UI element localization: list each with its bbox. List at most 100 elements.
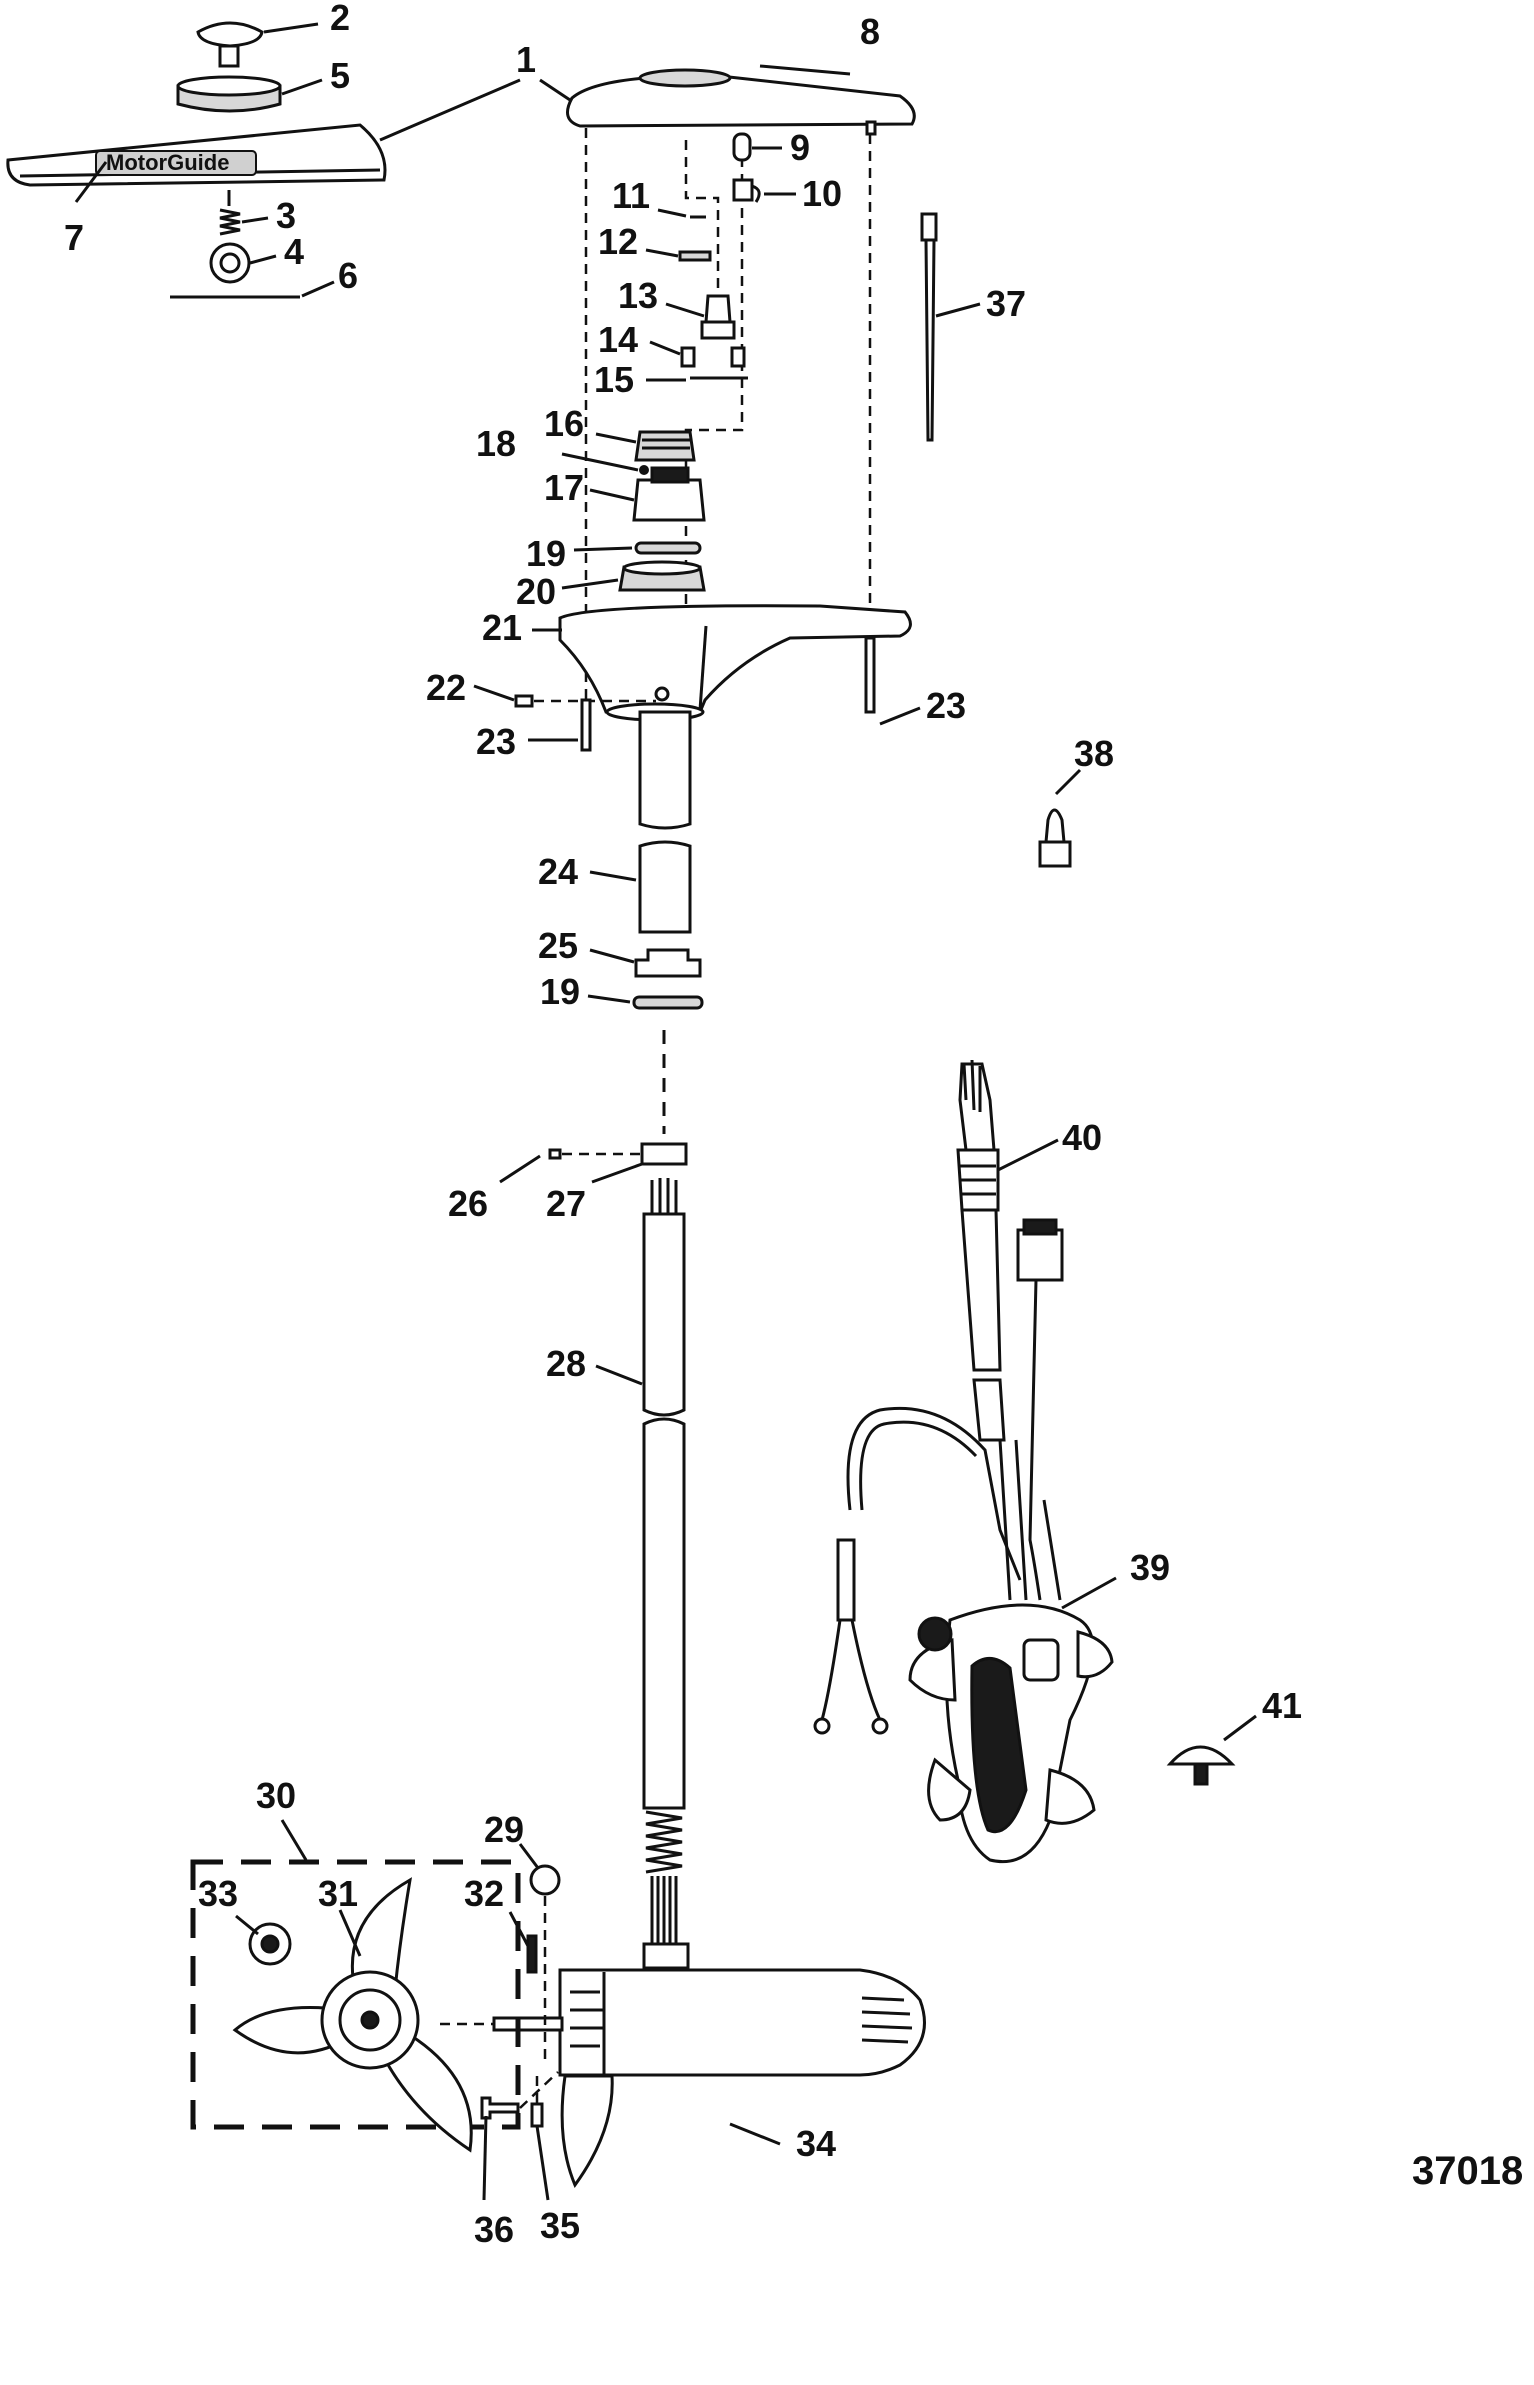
leader-40 — [997, 1138, 1059, 1172]
leader-14 — [649, 340, 681, 356]
leader-1a — [379, 78, 521, 142]
leader-19a — [573, 546, 633, 552]
gear-hub — [219, 252, 241, 274]
leader-4 — [249, 254, 277, 265]
leader-20 — [561, 578, 619, 590]
upper-tube — [638, 710, 692, 830]
logo-decal-part-7: MotorGuide — [95, 150, 257, 176]
top-cover-boss — [638, 68, 732, 88]
callout-27: 27 — [546, 1183, 586, 1224]
leader-24 — [589, 870, 637, 882]
leader-38 — [1054, 768, 1082, 796]
knob-part-41 — [1166, 1745, 1236, 1766]
anode-part-29 — [529, 1864, 561, 1896]
screw-part-14b — [730, 346, 746, 368]
motor-group — [440, 1968, 926, 2189]
loop-cable — [846, 1406, 1022, 1581]
pedal-button — [1022, 1638, 1060, 1682]
callout-38: 38 — [1074, 733, 1114, 774]
callout-16: 16 — [544, 403, 584, 444]
leader-34 — [729, 2122, 781, 2146]
callout-19b: 19 — [540, 971, 580, 1012]
cap-stem — [218, 44, 240, 68]
tube-part-24 — [638, 840, 692, 934]
pedal-base-right — [1044, 1768, 1096, 1825]
callout-17: 17 — [544, 467, 584, 508]
callout-20: 20 — [516, 571, 556, 612]
harness-collar-ribs — [960, 1164, 996, 1196]
callout-34: 34 — [796, 2123, 836, 2164]
head-assembly-group — [514, 68, 916, 752]
fuse-base — [1038, 840, 1072, 868]
spring-part-12 — [678, 250, 712, 262]
shaft-thread — [645, 1810, 683, 1874]
leader-3 — [241, 216, 269, 224]
callout-3: 3 — [276, 195, 296, 236]
connector-body — [1016, 1228, 1064, 1282]
callout-37: 37 — [986, 283, 1026, 324]
cable-tie-group — [920, 212, 938, 442]
callout-15: 15 — [594, 359, 634, 400]
callout-14: 14 — [598, 319, 638, 360]
callout-22: 22 — [426, 667, 466, 708]
drawing-number: 37018 — [1412, 2149, 1523, 2193]
bushing-part-25 — [634, 948, 702, 978]
callout-36: 36 — [474, 2209, 514, 2250]
propeller-kit-group — [190, 1859, 561, 2153]
prop-nut-center — [260, 1934, 280, 1954]
callout-26: 26 — [448, 1183, 488, 1224]
pin-part-32 — [526, 1934, 538, 1974]
leader-25 — [589, 948, 635, 964]
callout-11: 11 — [612, 175, 650, 216]
cover-detail-group: MotorGuide — [6, 21, 387, 299]
callout-32: 32 — [464, 1873, 504, 1914]
ball-ring-part-19a — [634, 541, 702, 555]
lead-wire-right — [850, 1619, 882, 1721]
guide-wire-1 — [684, 140, 720, 290]
leader-22 — [473, 684, 515, 702]
cable-tie-head — [920, 212, 938, 242]
leader-1b — [539, 78, 571, 102]
top-cover-pin — [865, 120, 877, 136]
callout-41: 41 — [1262, 1685, 1302, 1726]
leader-lines — [74, 22, 1257, 2201]
nut-part-35 — [530, 2102, 544, 2128]
callout-2: 2 — [330, 0, 350, 38]
fuse-part-38 — [1044, 808, 1066, 844]
callout-23a: 23 — [476, 721, 516, 762]
lead-ring-right — [871, 1717, 889, 1735]
pin-part-26 — [548, 1148, 562, 1160]
callout-40: 40 — [1062, 1117, 1102, 1158]
leader-37 — [935, 302, 981, 318]
leader-11 — [657, 208, 687, 218]
callout-1: 1 — [516, 39, 536, 80]
screw-part-14a — [680, 346, 696, 368]
harness-plug-prongs — [962, 1059, 982, 1112]
shaft-wires — [650, 1178, 678, 1214]
prop-hub-center — [360, 2010, 380, 2030]
callout-10: 10 — [802, 173, 842, 214]
leader-5 — [281, 78, 323, 96]
leader-8 — [759, 64, 851, 76]
callout-labels: 2 5 1 7 3 4 6 8 9 10 11 12 13 14 15 16 1… — [64, 0, 1523, 2250]
base-part-21 — [558, 604, 912, 714]
leader-13 — [665, 302, 705, 318]
leader-6 — [301, 280, 335, 298]
leader-2 — [263, 22, 319, 34]
callout-13: 13 — [618, 275, 658, 316]
callout-23b: 23 — [926, 685, 966, 726]
cap-part-2 — [196, 21, 264, 48]
pedal-base-left — [927, 1757, 972, 1822]
callout-9: 9 — [790, 127, 810, 168]
connector-cable — [1028, 1279, 1042, 1601]
switch-part-13 — [704, 294, 732, 324]
coupler-threads — [642, 438, 690, 450]
callout-24: 24 — [538, 851, 578, 892]
callout-12: 12 — [598, 221, 638, 262]
callout-19a: 19 — [526, 533, 566, 574]
callout-28: 28 — [546, 1343, 586, 1384]
ball-ring-part-19b — [632, 995, 704, 1010]
leader-17 — [589, 488, 635, 502]
propeller-blade-3 — [377, 2033, 473, 2153]
